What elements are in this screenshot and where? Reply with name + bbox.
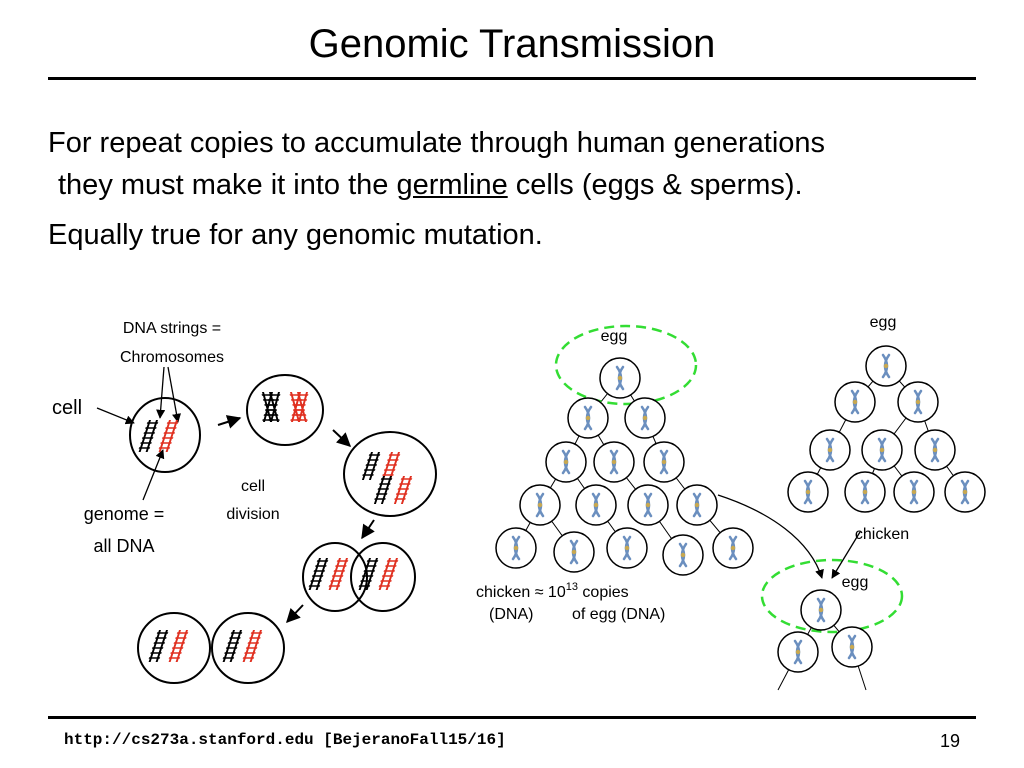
daughter2-dna-red — [242, 630, 263, 662]
generation-cell — [662, 534, 704, 576]
generation-cell — [627, 484, 669, 526]
left-cell-division-diagram: DNA strings = Chromosomes cell genome = … — [52, 320, 437, 684]
cell1-dna-red-b — [290, 392, 309, 422]
cell-division-label-1: cell — [241, 478, 265, 495]
cell2-lower-dna-red — [393, 476, 413, 504]
generation-cell — [893, 471, 935, 513]
egg-highlight-bottom — [760, 558, 904, 634]
generation-cell — [787, 471, 829, 513]
generation-cell — [809, 429, 851, 471]
chromosomes-label: Chromosomes — [120, 349, 224, 366]
egg-label-top: egg — [601, 328, 628, 345]
generation-cell — [593, 441, 635, 483]
generation-cell — [567, 397, 609, 439]
generation-cell — [834, 381, 876, 423]
germline-term: germline — [396, 169, 508, 201]
page-number: 19 — [940, 731, 961, 751]
generation-cell — [777, 631, 819, 673]
parent-cell-dna-black — [138, 420, 159, 452]
daughter1-dna-black — [148, 630, 169, 662]
cell-label: cell — [52, 397, 82, 419]
egg-label-bottom: egg — [842, 574, 869, 591]
generation-cell — [865, 345, 907, 387]
generation-cell — [676, 484, 718, 526]
generation-cell — [914, 429, 956, 471]
chicken-label: chicken — [855, 526, 909, 543]
daughter-cell-1 — [137, 612, 211, 684]
lineage-arrow — [717, 494, 824, 579]
generation-cell — [553, 531, 595, 573]
footer-rule — [48, 716, 976, 719]
parent-cell-dna-red — [158, 420, 179, 452]
body-line-1: For repeat copies to accumulate through … — [48, 127, 826, 159]
egg-label-right: egg — [870, 314, 897, 331]
footer-url: http://cs273a.stanford.edu [BejeranoFall… — [64, 731, 506, 749]
generation-cell — [944, 471, 986, 513]
right-generation-diagram: egg egg egg chicken chicken ≈ 1013 copie… — [476, 314, 986, 691]
copies-label-1: chicken ≈ 1013 copies — [476, 581, 629, 601]
daughter1-dna-red — [168, 630, 189, 662]
generation-cell — [599, 357, 641, 399]
generation-cell — [606, 527, 648, 569]
cell2-lower-dna-black — [373, 476, 393, 504]
cell-division-label-2: division — [226, 506, 279, 523]
generation-cell — [643, 441, 685, 483]
dividing-cell-3b — [350, 542, 416, 612]
dividing-cell-2 — [343, 431, 437, 517]
title-rule — [48, 77, 976, 80]
body-line-2-post: cells (eggs & sperms). — [507, 169, 803, 201]
copies-exponent: 13 — [566, 581, 578, 593]
egg-highlight-top — [554, 324, 698, 406]
generation-cell — [800, 589, 842, 631]
body-line-2: they must make it into the germline cell… — [58, 169, 803, 202]
daughter2-dna-black — [222, 630, 243, 662]
generation-cell — [712, 527, 754, 569]
generation-cell — [495, 527, 537, 569]
generation-cell — [897, 381, 939, 423]
body-line-3: Equally true for any genomic mutation. — [48, 219, 543, 251]
cell2-upper-dna-black — [361, 452, 381, 480]
slide-title: Genomic Transmission — [308, 22, 716, 66]
cell3a-dna-red — [328, 558, 349, 590]
parent-cell — [129, 397, 201, 473]
generation-cell — [519, 484, 561, 526]
daughter-cell-2 — [211, 612, 285, 684]
generation-cell — [545, 441, 587, 483]
cell3b-dna-black — [358, 558, 379, 590]
cell1-dna-black-b — [262, 392, 281, 422]
dividing-cell-3a — [302, 542, 368, 612]
cell2-upper-dna-red — [381, 452, 401, 480]
generation-cell — [831, 626, 873, 668]
cell3b-dna-red — [378, 558, 399, 590]
copies-text-1: chicken ≈ 10 — [476, 584, 566, 601]
copies-text-2: copies — [578, 584, 629, 601]
body-line-2-pre: they must make it into the — [58, 169, 397, 201]
generation-cell — [844, 471, 886, 513]
genome-label: genome = — [84, 504, 165, 524]
generation-cell — [575, 484, 617, 526]
dividing-cell-1 — [246, 374, 324, 446]
generation-cell — [861, 429, 903, 471]
dna-strings-label: DNA strings = — [123, 320, 221, 337]
copies-label-egg-dna: of egg (DNA) — [572, 606, 665, 623]
all-dna-label: all DNA — [93, 536, 154, 556]
cell3a-dna-black — [308, 558, 329, 590]
copies-label-dna: (DNA) — [489, 606, 533, 623]
generation-cell — [624, 397, 666, 439]
